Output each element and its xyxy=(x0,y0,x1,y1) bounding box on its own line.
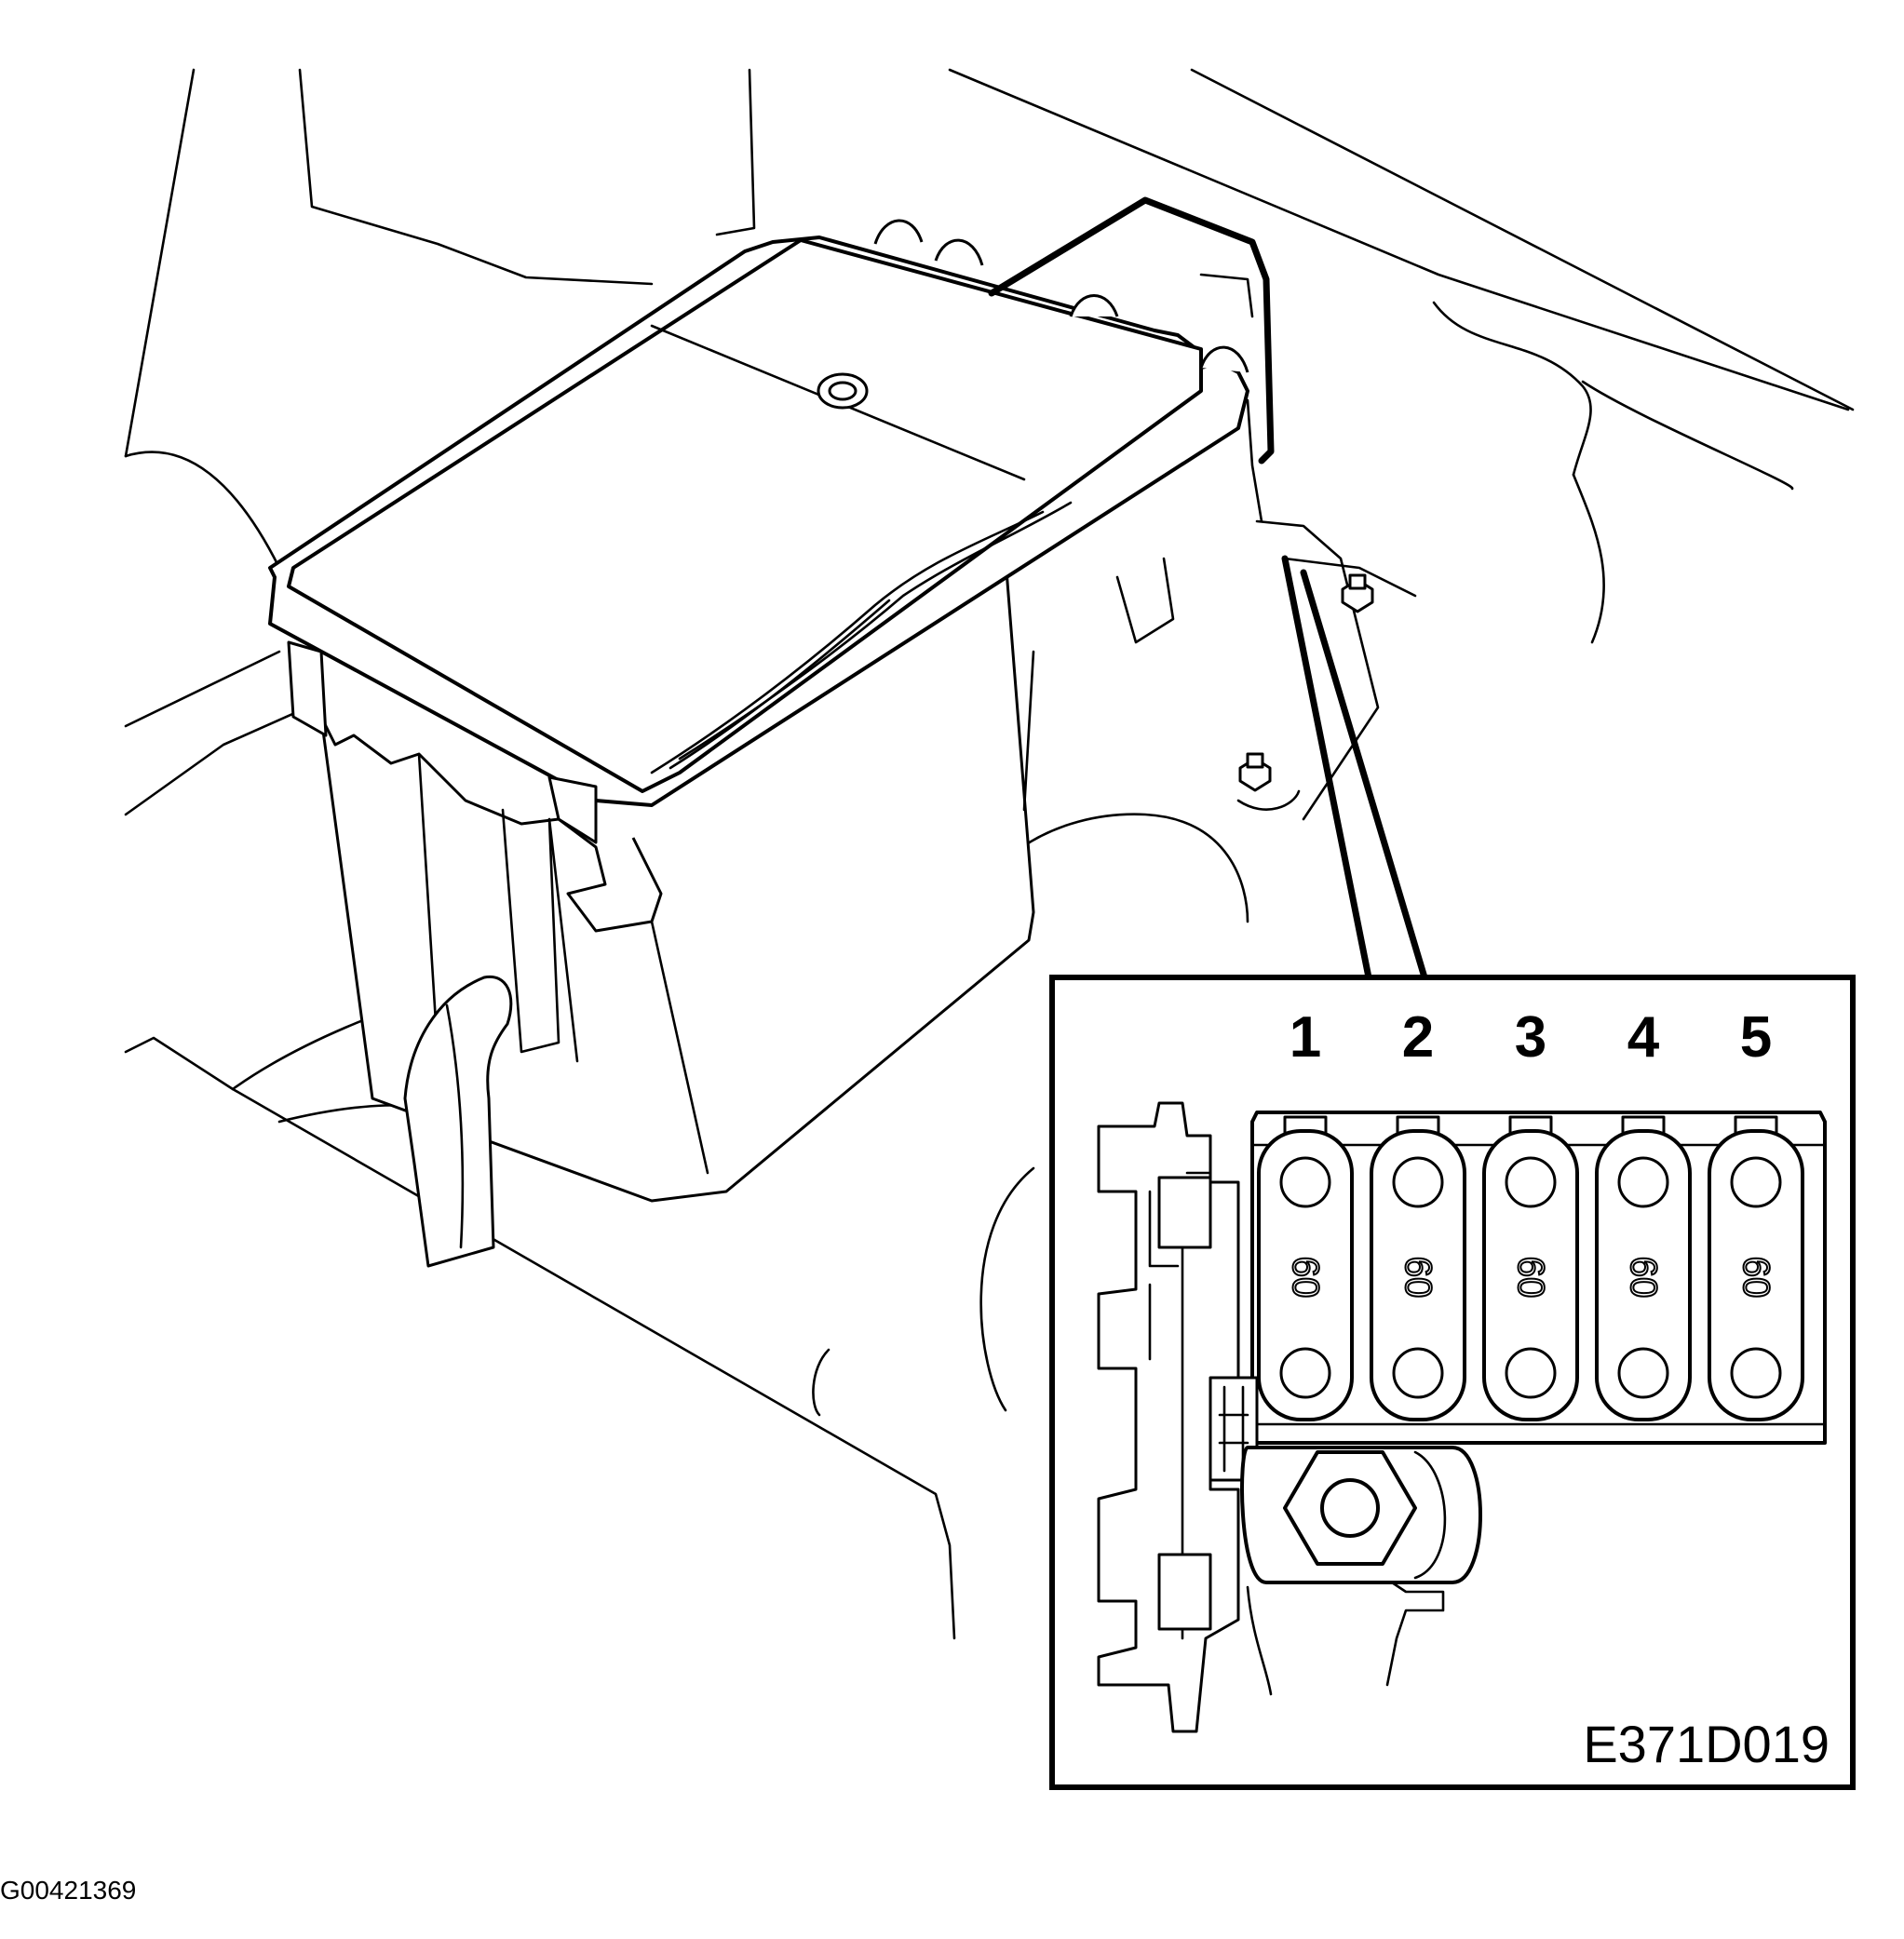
fuse-terminal-top xyxy=(1505,1156,1557,1208)
fuse-body xyxy=(1482,1129,1579,1421)
fuse-position-5: 5 xyxy=(1740,1005,1772,1070)
engine-bay-background xyxy=(124,68,1855,1640)
fuse-terminal-bottom xyxy=(1617,1347,1669,1399)
fuse-3: 60 xyxy=(1482,1115,1579,1421)
fuse-body xyxy=(1370,1129,1466,1421)
fuse-body xyxy=(1708,1129,1804,1421)
fuse-detail-inset: 1 2 3 4 5 60 60 60 60 60 E371D019 xyxy=(1049,975,1856,1790)
fuse-terminal-bottom xyxy=(1392,1347,1444,1399)
fuse-position-2: 2 xyxy=(1402,1005,1434,1070)
fuse-body xyxy=(1257,1129,1354,1421)
fuse-position-1: 1 xyxy=(1290,1005,1321,1070)
leader-lines xyxy=(1281,555,1428,981)
fuse-terminal-bottom xyxy=(1279,1347,1331,1399)
fuse-4: 60 xyxy=(1595,1115,1692,1421)
fuse-terminal-top xyxy=(1392,1156,1444,1208)
fuse-body xyxy=(1595,1129,1692,1421)
fuse-5: 60 xyxy=(1708,1115,1804,1421)
inset-code-label: E371D019 xyxy=(1583,1715,1830,1773)
fuse-2: 60 xyxy=(1370,1115,1466,1421)
fuse-rating: 60 xyxy=(1285,1257,1326,1299)
fuse-rating: 60 xyxy=(1510,1257,1551,1299)
fuse-rating: 60 xyxy=(1398,1257,1438,1299)
fuse-terminal-bottom xyxy=(1730,1347,1782,1399)
fuse-terminal-top xyxy=(1617,1156,1669,1208)
fuse-array: 60 60 60 60 60 xyxy=(1257,1115,1804,1421)
fuse-position-3: 3 xyxy=(1515,1005,1546,1070)
fuse-terminal-top xyxy=(1279,1156,1331,1208)
relay-box xyxy=(268,196,1275,1268)
figure-id-label: G00421369 xyxy=(0,1876,136,1905)
fuse-position-4: 4 xyxy=(1627,1005,1660,1070)
fuse-1: 60 xyxy=(1257,1115,1354,1421)
fuse-terminal-top xyxy=(1730,1156,1782,1208)
fuse-rating: 60 xyxy=(1735,1257,1776,1299)
fuse-terminal-bottom xyxy=(1505,1347,1557,1399)
fuse-position-numbers: 1 2 3 4 5 xyxy=(1290,1005,1772,1070)
fuse-rating: 60 xyxy=(1623,1257,1664,1299)
